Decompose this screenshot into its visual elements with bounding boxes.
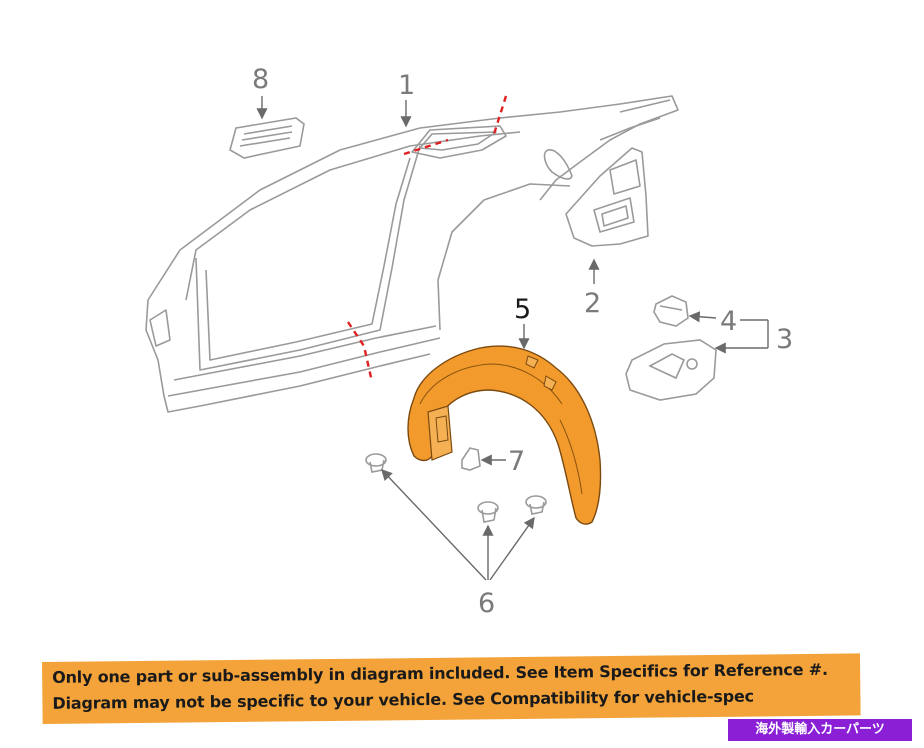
bracket-assembly	[625, 339, 717, 401]
wheelhouse-liner	[407, 345, 602, 525]
disclaimer-banner: Only one part or sub-assembly in diagram…	[42, 653, 861, 724]
callout-7: 7	[508, 446, 525, 477]
callout-6: 6	[478, 588, 495, 619]
callout-1: 1	[398, 70, 415, 101]
disclaimer-line-1: Only one part or sub-assembly in diagram…	[52, 659, 828, 687]
clip-part	[461, 447, 481, 471]
quarter-panel-outline	[145, 95, 679, 413]
callout-5: 5	[514, 294, 531, 325]
vent-part	[229, 117, 305, 159]
push-pin-left	[365, 453, 387, 473]
disclaimer-line-2: Diagram may not be specific to your vehi…	[52, 686, 754, 713]
leader-lines	[256, 96, 769, 581]
callout-4: 4	[720, 306, 737, 337]
cut-lines	[347, 95, 508, 383]
parts-diagram: 1 2 3 4 5 6 7 8	[145, 64, 793, 619]
rear-extension-outline	[565, 147, 649, 247]
push-pin-middle	[477, 501, 499, 523]
push-pin-right	[525, 495, 547, 515]
import-parts-badge: 海外製輸入カーパーツ	[728, 719, 912, 741]
stopper-part	[653, 295, 689, 327]
callout-3: 3	[776, 324, 793, 355]
callout-8: 8	[252, 64, 269, 95]
callout-2: 2	[584, 288, 601, 319]
